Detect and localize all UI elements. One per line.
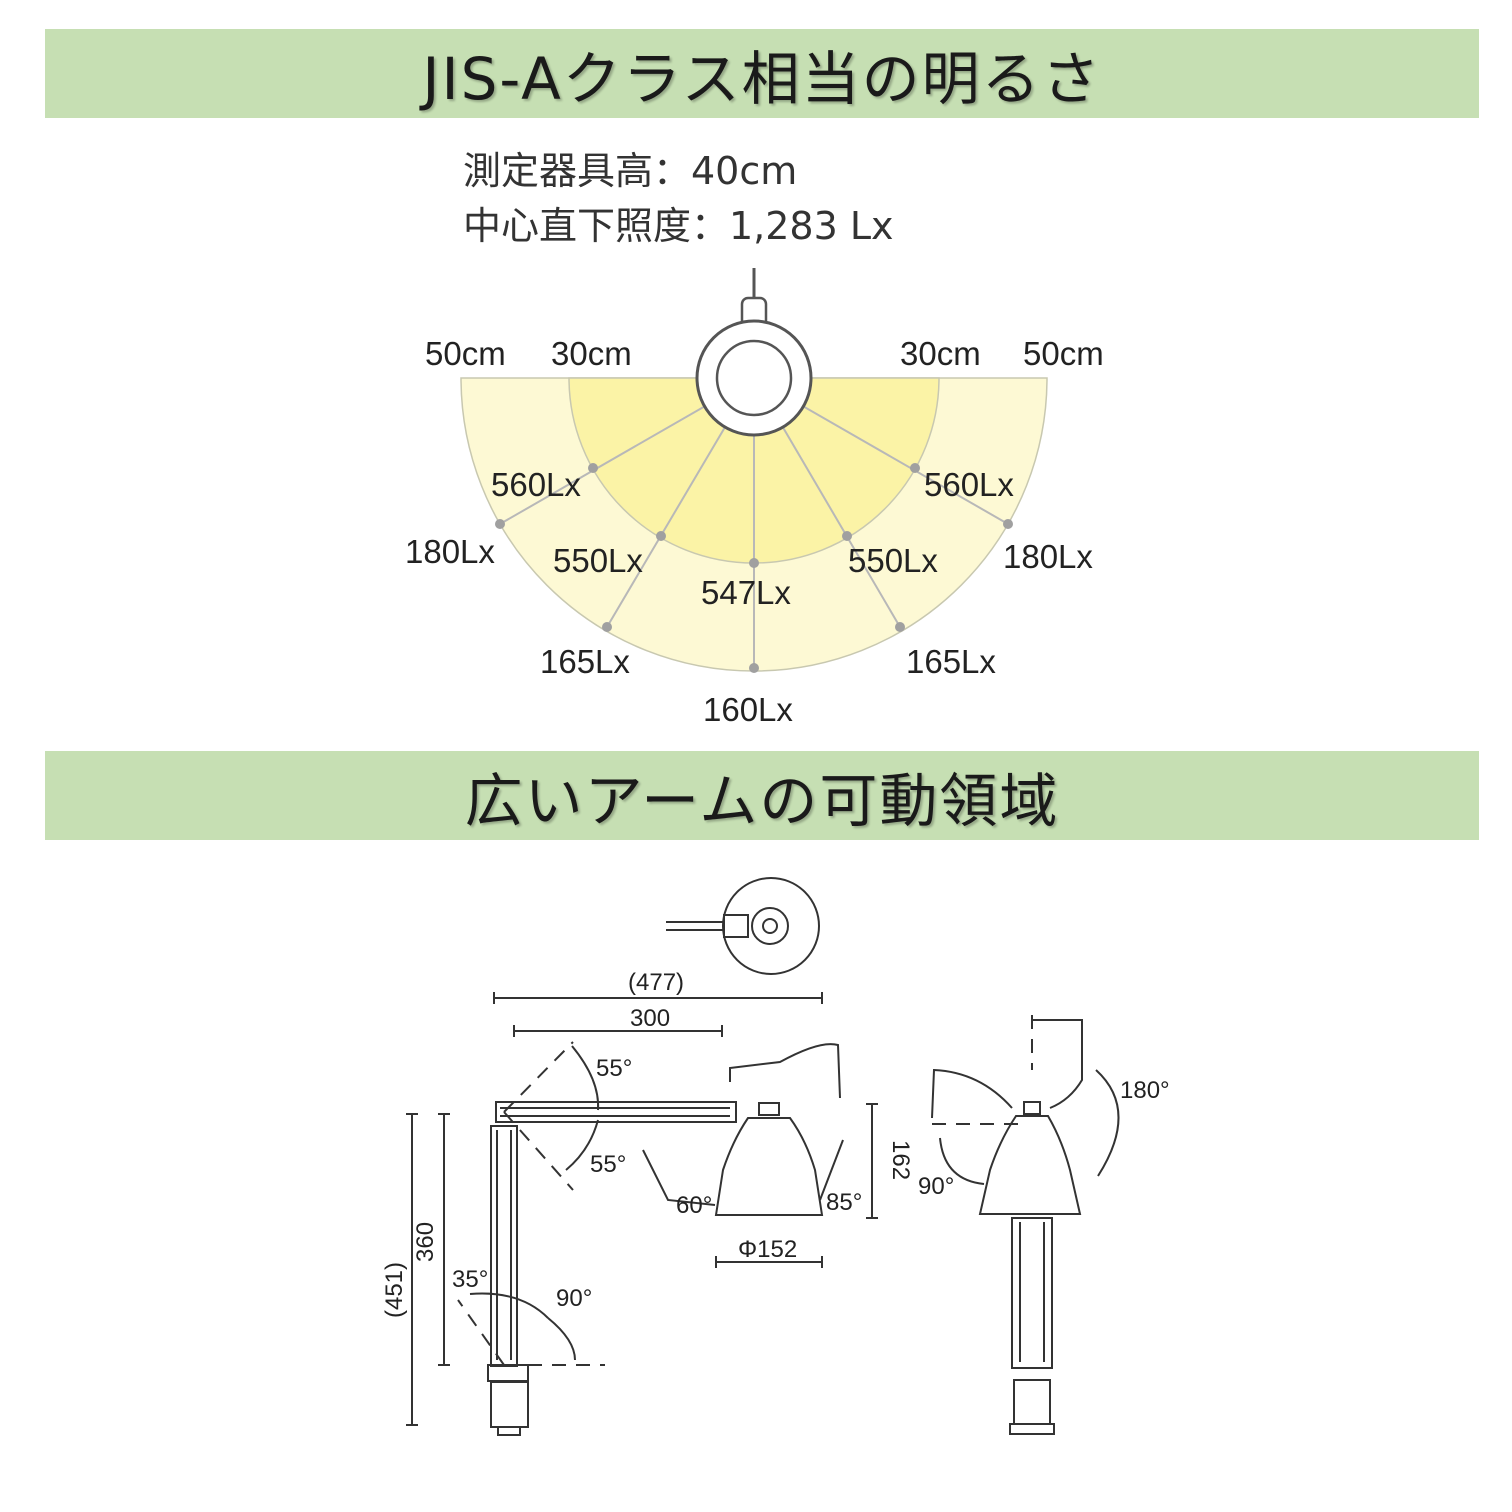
top-view-icon [666,877,820,975]
lux-inner-left-mid: 550Lx [553,542,643,579]
label-lower-angle: 55° [590,1151,626,1178]
lux-inner-center: 547Lx [701,574,791,611]
lux-outer-left-mid: 165Lx [540,643,630,680]
lux-inner-right-mid: 550Lx [848,542,938,579]
lux-inner-right: 560Lx [924,466,1014,503]
radial-lines [499,377,1009,671]
arc-lower [565,1119,599,1171]
spec-center-illuminance: 中心直下照度：1,283 Lx [463,204,894,248]
label-total-height: (451) [381,1262,408,1318]
arc-base-back [469,1292,549,1319]
section-title-brightness-text: JIS-Aクラス相当の明るさ [422,44,1102,113]
dist-left-inner: 30cm [551,335,632,372]
label-rotate: 180° [1120,1077,1170,1104]
arc-upper [571,1045,600,1111]
label-shade-diameter: Φ152 [738,1236,797,1263]
label-reach-total: (477) [628,969,684,996]
dist-right-outer: 50cm [1023,335,1104,372]
arc-base-front [547,1317,576,1361]
side-view-lamp [487,1043,844,1436]
dist-right-inner: 30cm [900,335,981,372]
label-pole-height: 360 [412,1222,439,1262]
lux-outer-center: 160Lx [703,691,793,728]
outer-zone [460,377,1048,672]
lux-inner-left: 560Lx [491,466,581,503]
label-upper-angle: 55° [596,1055,632,1082]
lux-outer-right: 180Lx [1003,538,1093,575]
dist-left-outer: 50cm [425,335,506,372]
section-title-arm-range-text: 広いアームの可動領域 [464,766,1060,835]
lux-outer-right-mid: 165Lx [906,643,996,680]
label-arm-length: 300 [630,1005,670,1032]
lux-outer-left: 180Lx [405,533,495,570]
label-base-back: 35° [452,1266,488,1293]
section-title-brightness: JIS-Aクラス相当の明るさ [45,29,1479,118]
label-base-front: 90° [556,1285,592,1312]
label-shade-back: 60° [676,1192,712,1219]
inner-zone [568,377,940,564]
lamp-ring-icon [695,268,813,437]
label-shade-front: 85° [826,1189,862,1216]
spec-mount-height: 測定器具高：40cm [463,149,798,193]
section-title-arm-range: 広いアームの可動領域 [45,751,1479,840]
label-shade-height: 162 [887,1140,914,1180]
arm-swing-guides [457,1015,1033,1366]
front-view-lamp [931,1019,1120,1435]
measure-points [495,463,1013,673]
label-swivel: 90° [918,1173,954,1200]
